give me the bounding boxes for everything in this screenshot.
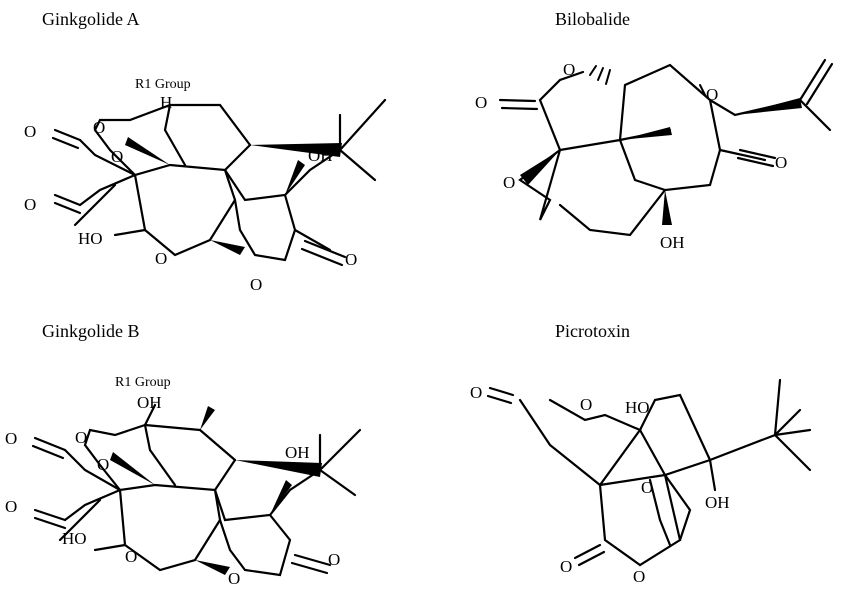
atom-label: OH [137,393,162,412]
molecule-title: Ginkgolide B [42,321,140,341]
atom-label: O [328,550,340,569]
atom-label: O [563,60,575,79]
atom-label: O [125,547,137,566]
atom-label: O [470,383,482,402]
atom-label: O [345,250,357,269]
atom-label: O [93,118,105,137]
atom-label: O [641,478,653,497]
atom-label: O [24,195,36,214]
atom-label: HO [78,229,103,248]
atom-label: HO [625,398,650,417]
atom-label: O [475,93,487,112]
atom-label: O [775,153,787,172]
atom-label: OH [660,233,685,252]
atom-label: O [75,428,87,447]
atom-label: OH [705,493,730,512]
atom-label: O [228,569,240,588]
atom-label: O [155,249,167,268]
atom-label: O [560,557,572,576]
atom-label: O [250,275,262,294]
atom-label: O [24,122,36,141]
atom-label: O [706,85,718,104]
group-label: R1 Group [135,77,191,92]
atom-label: HO [62,529,87,548]
atom-label: OH [285,443,310,462]
bilobalide: Bilobalide O O O [475,9,834,252]
atom-label: O [5,429,17,448]
atom-label: O [503,173,515,192]
picrotoxin: Picrotoxin O O O O O HO OH [470,321,812,586]
molecule-title: Ginkgolide A [42,9,140,29]
atom-label: O [633,567,645,586]
atom-label: O [580,395,592,414]
molecule-title: Picrotoxin [555,321,630,341]
group-label: R1 Group [115,375,171,390]
atom-label: OH [308,146,333,165]
atom-label: O [111,147,123,166]
ginkgolide-b: Ginkgolide B R1 Group [5,321,362,588]
ginkgolide-a: Ginkgolide A R1 Group [24,9,387,294]
atom-label: O [5,497,17,516]
atom-label: O [97,455,109,474]
atom-label: H [160,93,172,112]
molecule-title: Bilobalide [555,9,630,29]
